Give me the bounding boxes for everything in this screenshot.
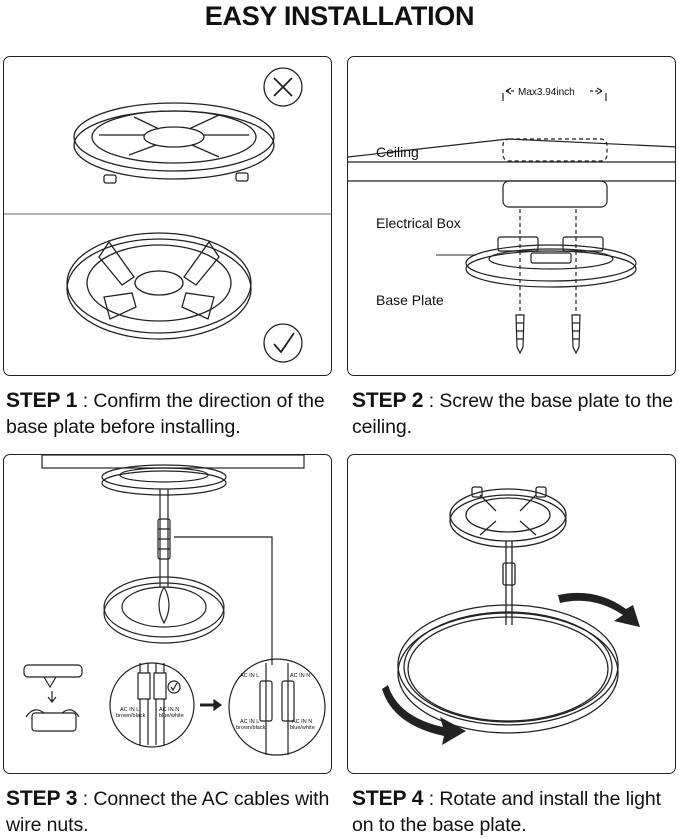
- conn-ac-l2-color: brown/black: [236, 725, 266, 731]
- conn-ac-l-label: AC IN L: [240, 673, 259, 679]
- conn-ac-n2-color: blue/white: [290, 725, 315, 731]
- conn-ac-l2-label: AC IN L: [240, 719, 259, 725]
- step3-sep: :: [77, 788, 94, 810]
- inset-ac-l-label: AC IN L: [120, 707, 139, 713]
- step2-text: Screw the base plate to the ceiling.: [352, 390, 673, 438]
- step2-caption: STEP 2 : Screw the base plate to the cei…: [352, 388, 679, 440]
- step2-sep: :: [423, 390, 440, 412]
- base-plate-orientation-illustration: [4, 67, 331, 363]
- page-title: EASY INSTALLATION: [204, 1, 475, 31]
- step3-label: STEP 3: [6, 787, 78, 810]
- step4-caption: STEP 4 : Rotate and install the light on…: [352, 786, 679, 838]
- rotate-install-illustration: [382, 486, 640, 745]
- step4-label: STEP 4: [352, 787, 424, 810]
- step3-panel: AC IN L brown/black AC IN N blue/white A…: [3, 454, 332, 774]
- electrical-box-label: Electrical Box: [376, 215, 461, 231]
- step4-sep: :: [423, 788, 440, 810]
- step1-panel: [3, 56, 332, 376]
- ceiling-label: Ceiling: [376, 144, 419, 160]
- conn-ac-n-label: AC IN N: [290, 673, 310, 679]
- step1-text: Confirm the direction of the base plate …: [6, 390, 325, 438]
- step4-text: Rotate and install the light on to the b…: [352, 788, 661, 836]
- step1-label: STEP 1: [6, 389, 78, 412]
- step3-text: Connect the AC cables with wire nuts.: [6, 788, 330, 836]
- max-dimension-label: Max3.94inch: [518, 87, 575, 98]
- conn-ac-n2-label: AC IN N: [292, 719, 312, 725]
- step1-sep: :: [77, 390, 94, 412]
- step2-panel: Max3.94inch Ceiling Electrical Box Base …: [347, 56, 676, 376]
- ceiling-mount-illustration: Max3.94inch Ceiling Electrical Box Base …: [348, 87, 675, 355]
- inset-ac-n-label: AC IN N: [159, 707, 179, 713]
- base-plate-label: Base Plate: [376, 292, 444, 308]
- step1-caption: STEP 1 : Confirm the direction of the ba…: [6, 388, 336, 440]
- inset-ac-l-color: brown/black: [116, 713, 146, 719]
- step4-panel: [347, 454, 676, 774]
- inset-ac-n-color: blue/white: [159, 713, 184, 719]
- wiring-illustration: AC IN L brown/black AC IN N blue/white A…: [23, 455, 326, 756]
- step2-label: STEP 2: [352, 389, 424, 412]
- step3-caption: STEP 3 : Connect the AC cables with wire…: [6, 786, 336, 838]
